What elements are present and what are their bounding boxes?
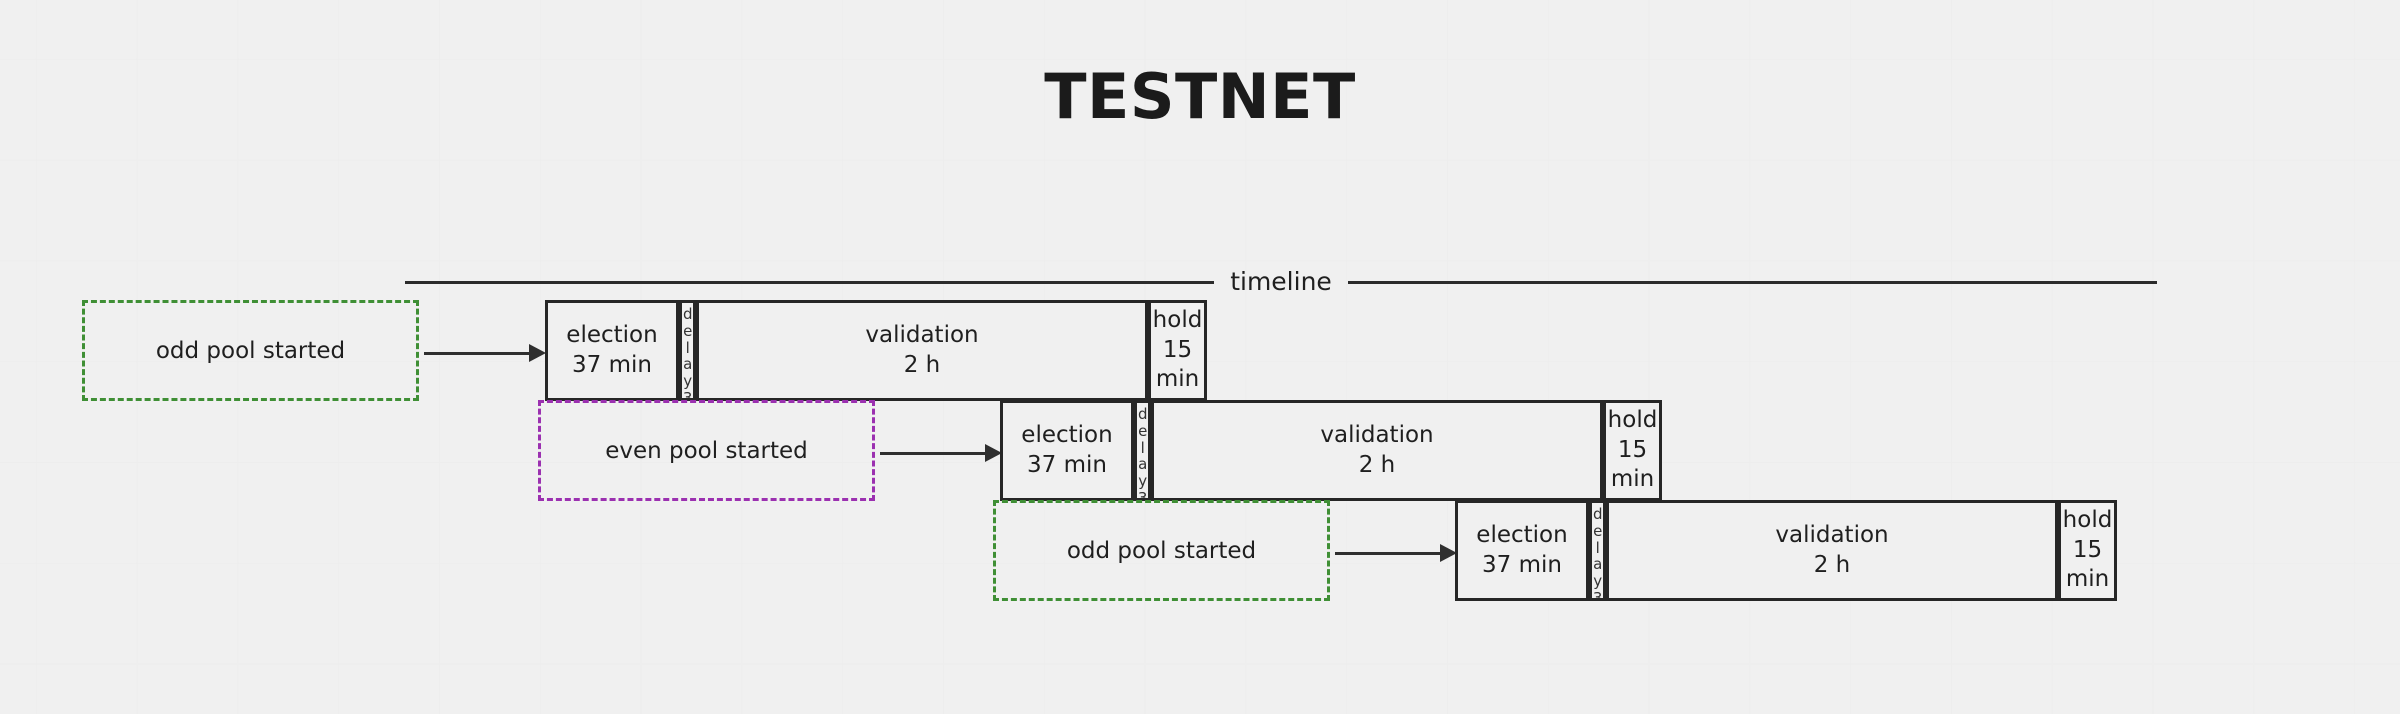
phase-duration: 37 min	[1027, 451, 1107, 478]
note-odd-pool-started-1: odd pool started	[82, 300, 419, 401]
phase-duration-unit: min	[2065, 566, 2110, 593]
phase-duration: 2 h	[1813, 551, 1851, 578]
note-even-pool-started: even pool started	[538, 400, 875, 501]
row-3-phase-hold: hold 15 min	[2058, 500, 2117, 601]
page-title: TESTNET	[1044, 60, 1356, 133]
row-1-phase-hold: hold 15 min	[1148, 300, 1207, 401]
phase-delay-text: delay 3 min	[1137, 405, 1148, 501]
phase-duration: 37 min	[572, 351, 652, 378]
timeline-label: timeline	[1230, 266, 1332, 296]
row-2-phase-hold: hold 15 min	[1603, 400, 1662, 501]
arrow-shaft	[424, 351, 530, 355]
row-3-phase-validation: validation 2 h	[1606, 500, 2058, 601]
phase-delay-text: delay 3 min	[682, 305, 693, 401]
note-label: odd pool started	[1066, 537, 1257, 564]
row-1-phase-delay: delay 3 min	[679, 300, 696, 401]
arrow-note-to-election-2	[880, 442, 1002, 464]
phase-name: hold	[2062, 506, 2113, 533]
phase-duration-value: 15	[2072, 536, 2103, 563]
phase-duration: 2 h	[1358, 451, 1396, 478]
timeline-line-left	[405, 280, 1215, 284]
phase-name: validation	[1320, 421, 1434, 448]
phase-delay-text: delay 3 min	[1592, 505, 1603, 601]
phase-name: election	[1021, 421, 1113, 448]
row-2-phase-election: election 37 min	[1000, 400, 1134, 501]
note-odd-pool-started-2: odd pool started	[993, 500, 1330, 601]
row-1-phase-validation: validation 2 h	[696, 300, 1148, 401]
timeline-axis: timeline	[405, 262, 2158, 302]
phase-duration: 2 h	[903, 351, 941, 378]
note-label: even pool started	[605, 437, 808, 464]
phase-name: election	[1476, 521, 1568, 548]
row-3-phase-delay: delay 3 min	[1589, 500, 1606, 601]
timeline-line-right	[1347, 280, 2158, 284]
arrow-note-to-election-1	[424, 342, 546, 364]
arrow-note-to-election-3	[1335, 542, 1457, 564]
arrow-shaft	[880, 451, 986, 455]
arrow-head-icon	[529, 344, 546, 362]
row-3-phase-election: election 37 min	[1455, 500, 1589, 601]
phase-duration: 37 min	[1482, 551, 1562, 578]
note-label: odd pool started	[155, 337, 346, 364]
row-1-phase-election: election 37 min	[545, 300, 679, 401]
phase-name: validation	[865, 321, 979, 348]
arrow-shaft	[1335, 551, 1441, 555]
phase-name: validation	[1775, 521, 1889, 548]
phase-name: election	[566, 321, 658, 348]
phase-duration-value: 15	[1617, 436, 1648, 463]
phase-duration-value: 15	[1162, 336, 1193, 363]
phase-duration-unit: min	[1610, 466, 1655, 493]
phase-name: hold	[1607, 406, 1658, 433]
row-2-phase-delay: delay 3 min	[1134, 400, 1151, 501]
row-2-phase-validation: validation 2 h	[1151, 400, 1603, 501]
phase-duration-unit: min	[1155, 366, 1200, 393]
phase-name: hold	[1152, 306, 1203, 333]
